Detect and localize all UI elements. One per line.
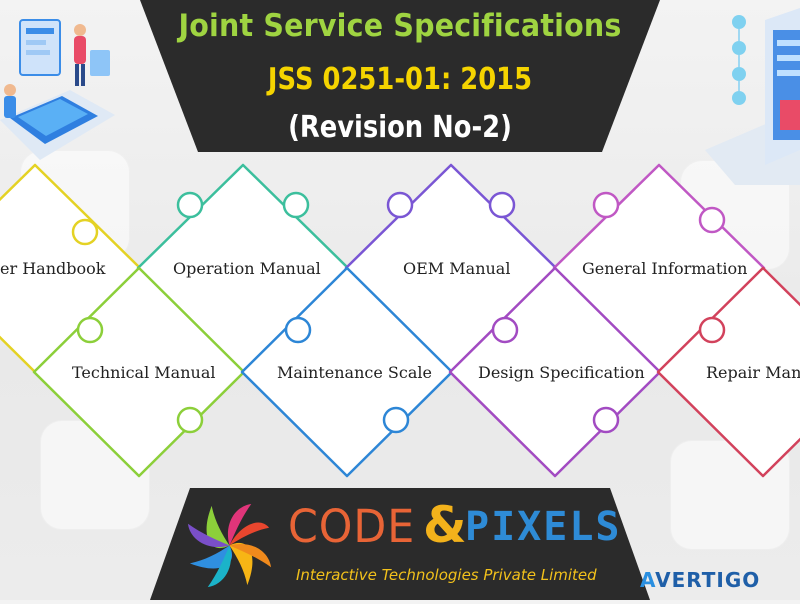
footer-banner (150, 488, 650, 600)
piece-label-handbook: er Handbook (0, 259, 106, 278)
tech-illustration-right (705, 8, 800, 185)
revision-label: (Revision No-2) (288, 110, 512, 145)
piece-label-oem-manual: OEM Manual (403, 259, 511, 278)
brand-code-text: CODE (288, 500, 416, 553)
pinwheel-logo-icon (187, 503, 272, 588)
watermark-rest: VERTIGO (655, 568, 761, 592)
piece-label-design-specification: Design Specification (478, 363, 645, 382)
spec-code: JSS 0251-01: 2015 (267, 62, 533, 97)
header-banner: Joint Service Specifications JSS 0251-01… (140, 0, 660, 152)
piece-label-general-information: General Information (582, 259, 748, 278)
brand-tagline: Interactive Technologies Private Limited (296, 566, 597, 584)
watermark-a: A (640, 568, 656, 592)
piece-label-maintenance-scale: Maintenance Scale (277, 363, 432, 382)
piece-label-technical-manual: Technical Manual (72, 363, 216, 382)
brand-pixels-text: PIXELS (465, 504, 622, 550)
tech-illustration-left (0, 19, 115, 160)
puzzle-piece-repair-manual (656, 266, 800, 478)
piece-label-repair-manual: Repair Manu (706, 363, 800, 382)
page-title: Joint Service Specifications (178, 8, 622, 44)
brand-ampersand: & (423, 496, 467, 554)
piece-label-operation-manual: Operation Manual (173, 259, 321, 278)
advertigo-watermark: AVERTIGO (640, 568, 760, 592)
